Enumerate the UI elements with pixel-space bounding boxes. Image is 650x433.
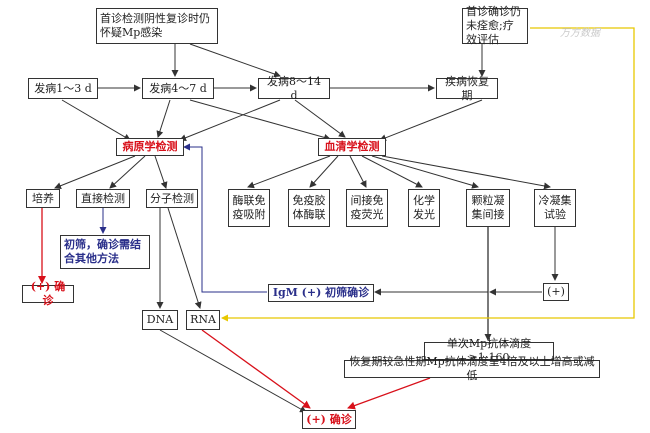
node-elisa: 酶联免疫吸附 bbox=[228, 189, 270, 227]
node-culture: 培养 bbox=[26, 189, 60, 208]
arrow-dna-to-confirm bbox=[159, 329, 307, 413]
arrow-pathogen-to-molecular bbox=[154, 155, 168, 189]
arrow-igm-to-pathogen bbox=[183, 143, 267, 293]
node-particle-agglutination: 颗粒凝集间接 bbox=[466, 189, 510, 227]
arrow-titer-to-confirm bbox=[347, 377, 431, 410]
node-rna: RNA bbox=[186, 310, 220, 330]
node-recovery: 疾病恢复期 bbox=[436, 75, 498, 102]
arrow-molecular-to-rna bbox=[167, 207, 202, 309]
node-single-titer: 单次Mp抗体滴度≥1:160 bbox=[424, 337, 554, 364]
node-chemiluminescence: 化学发光 bbox=[408, 189, 440, 227]
node-first-negative: 首诊检测阴性复诊时仍怀疑Mp感染 bbox=[96, 8, 218, 44]
arrow-serology-to-if bbox=[349, 155, 367, 188]
arrow-4-7-to-pathogen bbox=[156, 99, 171, 138]
arrow-serology-to-particle bbox=[371, 155, 479, 189]
node-cold-agglutination: 冷凝集试验 bbox=[534, 189, 576, 227]
arrow-8-14-to-pathogen bbox=[179, 99, 281, 142]
arrow-rna-to-confirm bbox=[201, 329, 311, 409]
arrow-recovery-to-serology bbox=[379, 99, 483, 142]
node-igm-screening: IgM (+) 初筛确诊 bbox=[268, 284, 374, 302]
arrow-4-7-to-serology bbox=[189, 99, 331, 141]
node-molecular-test: 分子检测 bbox=[146, 189, 198, 208]
node-onset-4-7: 发病4～7 d bbox=[142, 78, 214, 99]
yellow-loop-arrow bbox=[221, 27, 635, 322]
node-dna: DNA bbox=[142, 310, 178, 330]
node-first-not-cured: 首诊确诊仍未痊愈;疗效评估 bbox=[462, 5, 528, 46]
arrow-serology-to-immuno bbox=[309, 155, 339, 188]
arrow-8-14-to-serology bbox=[294, 99, 346, 138]
node-direct-test: 直接检测 bbox=[76, 189, 130, 208]
arrow-1-3-to-pathogen bbox=[61, 99, 131, 141]
arrow-neg-to-8-14 bbox=[189, 43, 281, 78]
arrow-serology-to-chemi bbox=[361, 155, 423, 188]
node-confirm-bottom: (+) 确诊 bbox=[302, 410, 356, 429]
node-recovery-titer: 恢复期较急性期Mp抗体滴度呈4倍及以上增高或减低 bbox=[344, 355, 600, 382]
node-pathogen-test: 病原学检测 bbox=[116, 138, 184, 156]
node-serology-test: 血清学检测 bbox=[318, 138, 386, 156]
arrow-serology-to-cold bbox=[381, 155, 551, 190]
node-indirect-if: 间接免疫荧光 bbox=[346, 189, 388, 227]
node-onset-1-3: 发病1～3 d bbox=[28, 78, 98, 99]
arrow-serology-to-elisa bbox=[247, 155, 331, 189]
node-plus: (+) bbox=[543, 283, 569, 301]
node-screening-note: 初筛，确诊需结合其他方法 bbox=[60, 235, 150, 269]
node-confirm-left: (+) 确诊 bbox=[22, 280, 74, 307]
watermark: 万方数据 bbox=[560, 28, 600, 39]
node-onset-8-14: 发病8～14 d bbox=[258, 75, 330, 102]
node-immunochrom: 免疫胶体酶联 bbox=[288, 189, 330, 227]
arrow-pathogen-to-culture bbox=[54, 155, 136, 190]
arrow-pathogen-to-direct bbox=[109, 155, 146, 189]
